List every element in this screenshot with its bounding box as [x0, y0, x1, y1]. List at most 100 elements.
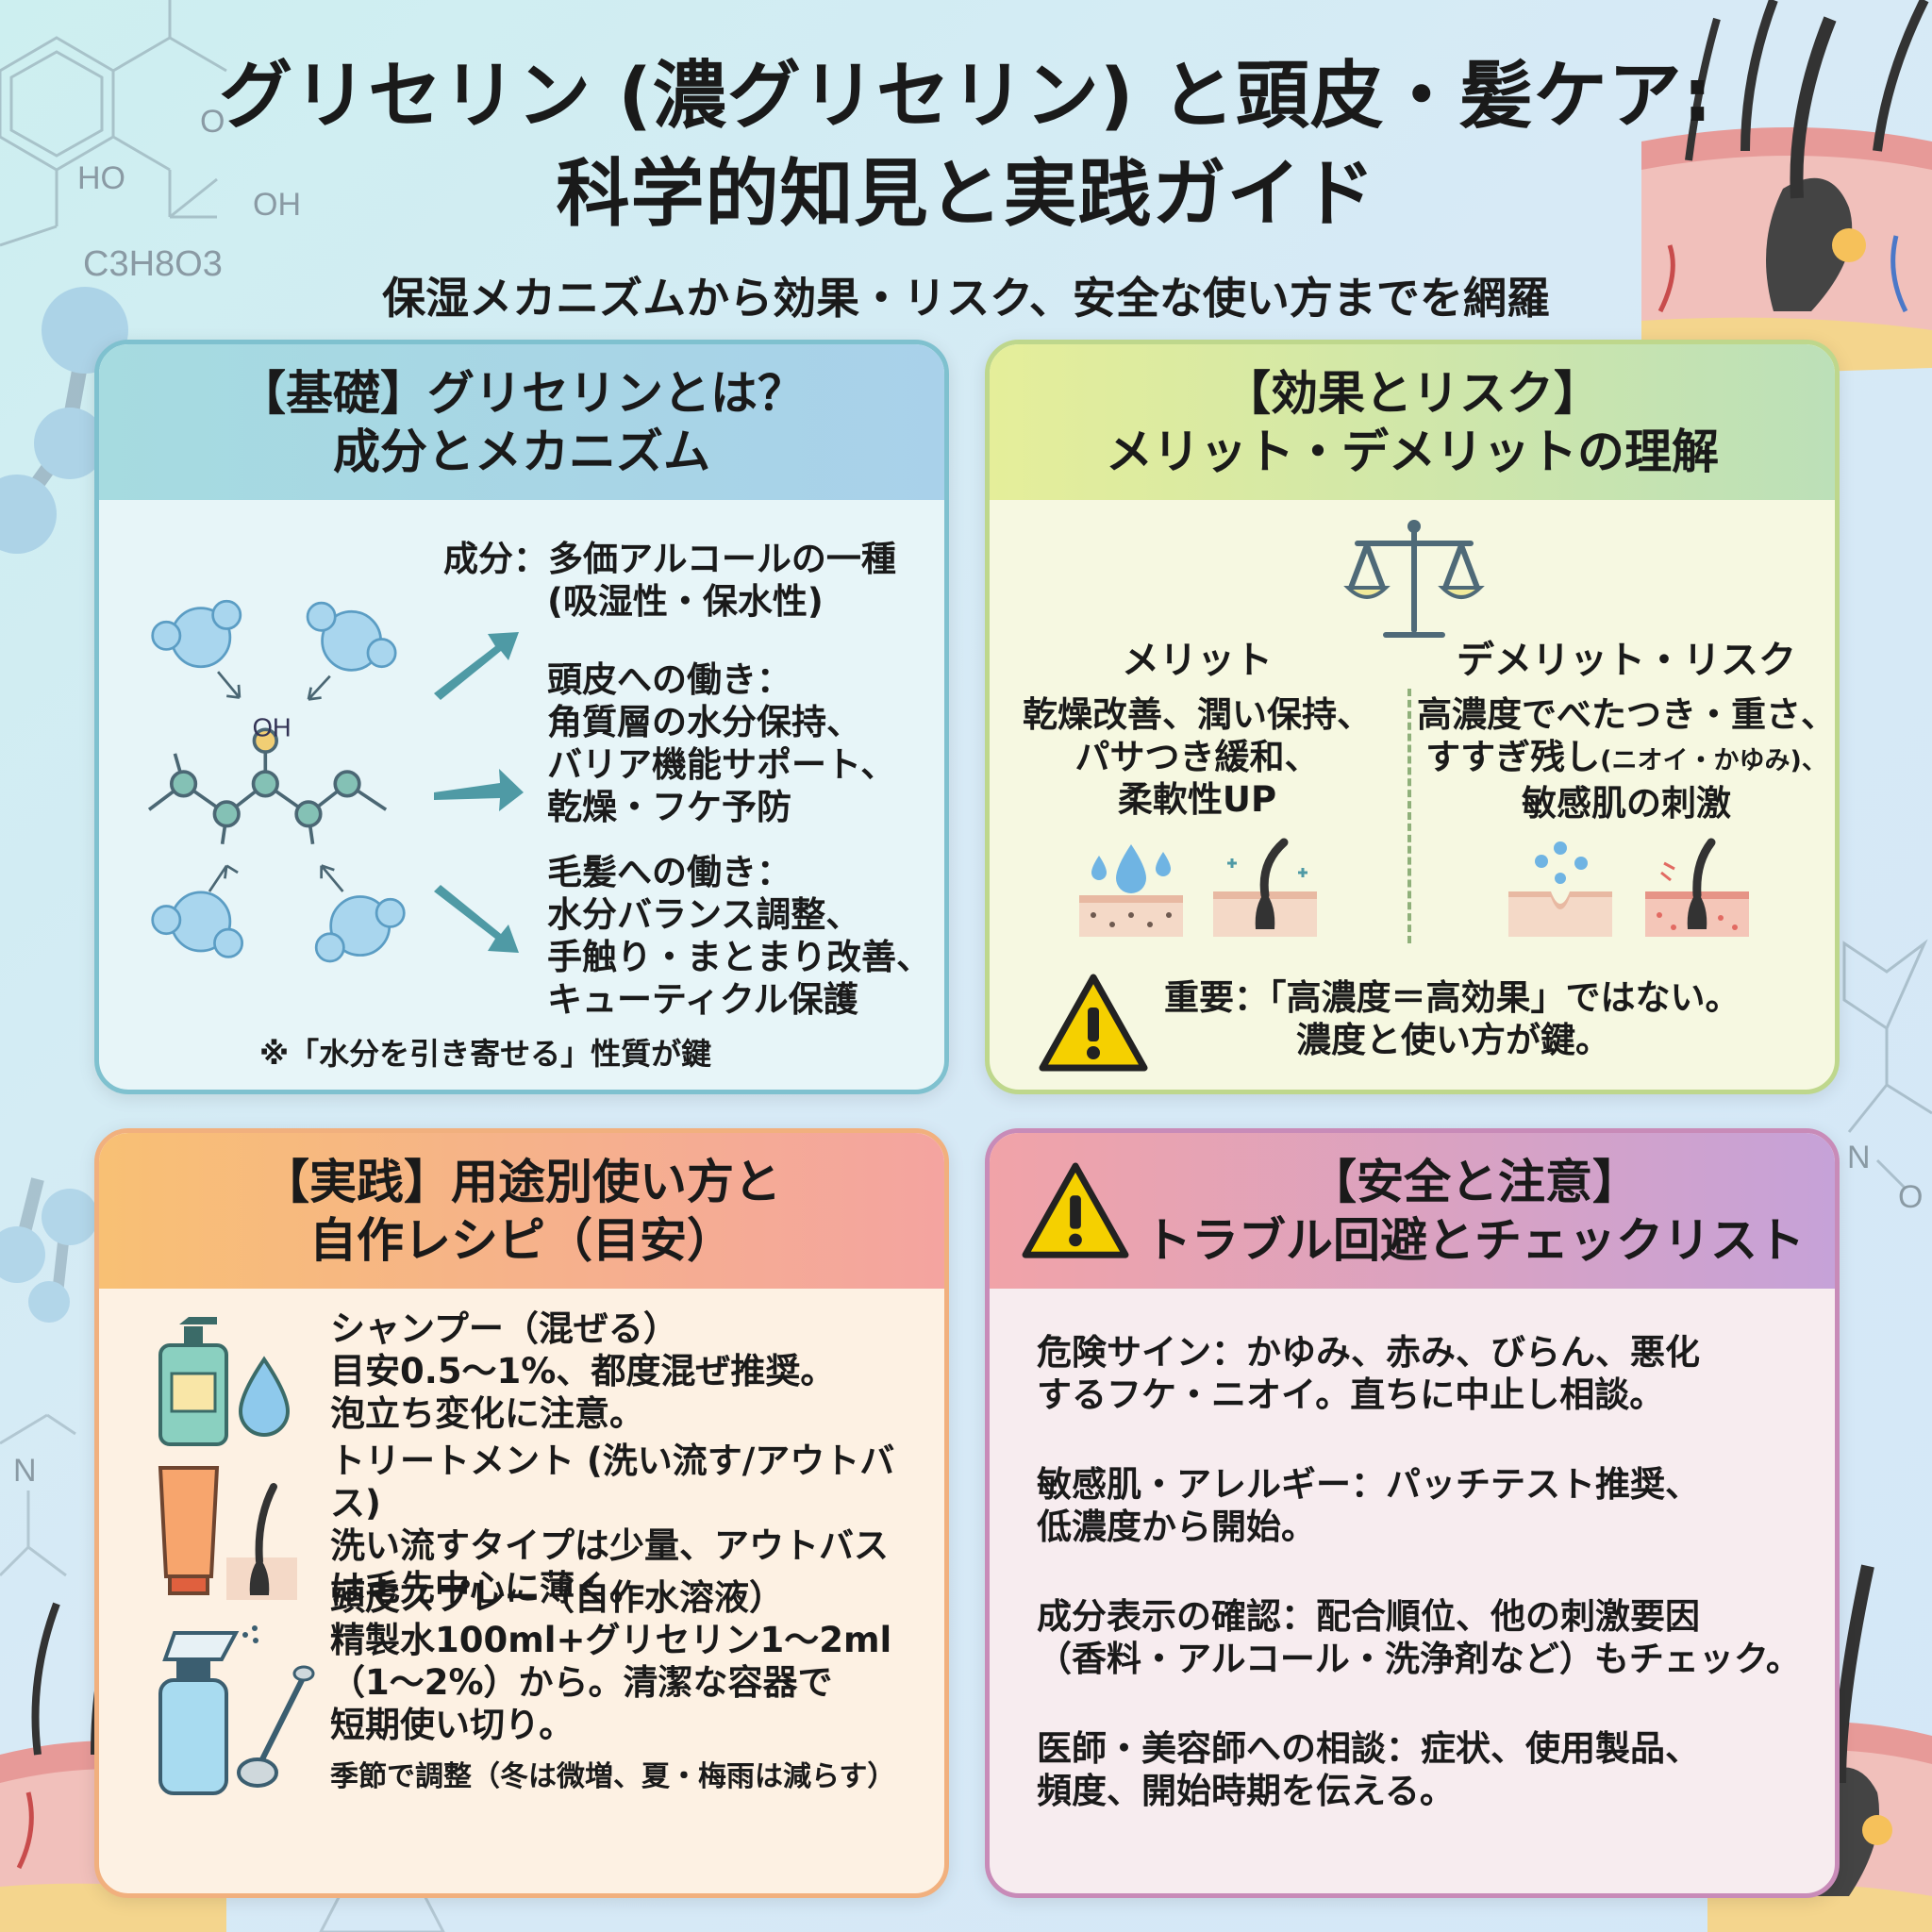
hair-effects-line: 手触り・まとまり改善、 [547, 937, 931, 977]
treatment-section: トリートメント (洗い流す/アウトバス) 洗い流すタイプは少量、アウトバス は毛… [330, 1440, 944, 1609]
effects-panel-body: メリット 乾燥改善、潤い保持、 パサつき緩和、 柔軟性UP デメリット・リスク … [990, 500, 1835, 1090]
component-line1: 多価アルコールの一種 [548, 539, 896, 579]
treatment-line: 洗い流すタイプは少量、アウトバス [330, 1525, 889, 1566]
spray-title: 頭皮スプレー（自作水溶液） [330, 1577, 784, 1618]
checklist-item-line: 成分表示の確認：配合順位、他の刺激要因 [1037, 1596, 1700, 1637]
checklist-item-line: 敏感肌・アレルギー：パッチテスト推奨、 [1037, 1464, 1700, 1505]
page-header: グリセリン (濃グリセリン) と頭皮・髪ケア: 科学的知見と実践ガイド 保湿メカ… [0, 47, 1932, 326]
hair-effects-title: 毛髪への働き： [547, 852, 791, 892]
arrow-icon [434, 632, 524, 953]
merit-line: 柔軟性UP [1117, 779, 1277, 820]
component-label: 成分： [443, 539, 548, 579]
basics-panel-body: OH 成分：多価アルコールの一種 (吸湿性・保水性) 頭皮への働き： 角質層の水… [99, 500, 944, 1090]
practice-panel: 【実践】用途別使い方と 自作レシピ（目安） シャンプー（混ぜる） 目安0.5〜1… [94, 1128, 949, 1898]
checklist-item: 危険サイン：かゆみ、赤み、びらん、悪化 するフケ・ニオイ。直ちに中止し相談。 [1037, 1331, 1700, 1416]
treatment-tube-icon [158, 1466, 297, 1600]
basics-panel: 【基礎】グリセリンとは？ 成分とメカニズム OH [94, 340, 949, 1094]
attraction-arrows [208, 671, 344, 892]
merit-line: パサつき緩和、 [1074, 737, 1320, 777]
molecule-label-n-left: N [13, 1453, 37, 1489]
page-title-line2: 科学的知見と実践ガイド [556, 152, 1376, 237]
balance-scale-icon [1343, 520, 1485, 638]
season-note: 季節で調整（冬は微増、夏・梅雨は減らす） [330, 1760, 896, 1793]
molecule-oh-label: OH [253, 713, 291, 742]
treatment-title: トリートメント (洗い流す/アウトバス) [330, 1441, 895, 1524]
scalp-redness-icon [1645, 838, 1749, 937]
merit-demerit-divider [1407, 689, 1411, 943]
hair-effects: 毛髪への働き： 水分バランス調整、 手触り・まとまり改善、 キューティクル保護 [547, 851, 931, 1021]
basics-note: ※「水分を引き寄せる」性質が鍵 [259, 1036, 712, 1072]
glycerin-molecule-diagram: OH [147, 599, 406, 963]
safety-panel-heading: 【安全と注意】 トラブル回避とチェックリスト [990, 1133, 1835, 1289]
shampoo-title: シャンプー（混ぜる） [330, 1308, 678, 1349]
demerit-title: デメリット・リスク [1457, 639, 1796, 682]
shampoo-line: 泡立ち変化に注意。 [330, 1393, 644, 1434]
checklist-item-line: 頻度、開始時期を伝える。 [1037, 1771, 1455, 1811]
warning-icon [1039, 974, 1148, 1072]
checklist-item-line: するフケ・ニオイ。直ちに中止し相談。 [1037, 1374, 1665, 1415]
important-line2: 濃度と使い方が鍵。 [1296, 1020, 1610, 1060]
merit-line: 乾燥改善、潤い保持、 [1023, 694, 1372, 735]
scalp-effects-line: バリア機能サポート、 [547, 744, 896, 785]
molecule-icon [147, 727, 388, 845]
treatment-line: は毛先中心に薄く。 [330, 1568, 644, 1608]
shampoo-section: シャンプー（混ぜる） 目安0.5〜1%、都度混ぜ推奨。 泡立ち変化に注意。 [330, 1307, 835, 1435]
basics-heading-line2: 成分とメカニズム [333, 424, 710, 479]
important-note: 重要：「高濃度＝高効果」ではない。 濃度と使い方が鍵。 [1164, 976, 1740, 1061]
spray-line: 短期使い切り。 [330, 1705, 575, 1745]
spray-section: 頭皮スプレー（自作水溶液） 精製水100ml+グリセリン1〜2ml （1〜2%）… [330, 1576, 891, 1746]
component-line2: (吸湿性・保水性) [547, 581, 824, 622]
ball-molecule-left-lower [0, 1177, 98, 1323]
skin-irritation-icon [1508, 841, 1612, 937]
safety-heading-text: 【安全と注意】 トラブル回避とチェックリスト [1144, 1153, 1805, 1270]
page-title-line1: グリセリン (濃グリセリン) と頭皮・髪ケア: [219, 54, 1713, 139]
scalp-effects: 頭皮への働き： 角質層の水分保持、 バリア機能サポート、 乾燥・フケ予防 [547, 658, 895, 828]
demerit-line: すすぎ残し(ニオイ・かゆみ)、 [1425, 737, 1827, 777]
effects-panel: 【効果とリスク】 メリット・デメリットの理解 メリット 乾燥改善、潤い保持、 パ… [985, 340, 1840, 1094]
scalp-effects-line: 角質層の水分保持、 [547, 702, 861, 742]
demerit-list: 高濃度でべたつき・重さ、 すすぎ残し(ニオイ・かゆみ)、 敏感肌の刺激 [1414, 693, 1836, 824]
scalp-effects-title: 頭皮への働き： [547, 659, 791, 700]
spray-line: （1〜2%）から。清潔な容器で [330, 1662, 833, 1703]
water-molecule-icon [151, 599, 406, 963]
effects-heading-line1: 【効果とリスク】 [1224, 365, 1601, 421]
effects-panel-heading: 【効果とリスク】 メリット・デメリットの理解 [990, 344, 1835, 500]
scalp-effects-line: 乾燥・フケ予防 [547, 787, 791, 827]
checklist-item: 成分表示の確認：配合順位、他の刺激要因 （香料・アルコール・洗浄剤など）もチェッ… [1037, 1595, 1801, 1680]
structure-formula-left-lower [0, 1413, 76, 1577]
molecule-label-n-right: N [1847, 1140, 1871, 1175]
merit-title: メリット [1122, 639, 1273, 682]
hair-effects-line: キューティクル保護 [547, 979, 858, 1020]
checklist-item-line: 医師・美容師への相談：症状、使用製品、 [1037, 1728, 1700, 1769]
spray-line: 精製水100ml+グリセリン1〜2ml [330, 1620, 892, 1660]
structure-formula-right [1842, 939, 1932, 1191]
safety-heading-line1: 【安全と注意】 [1309, 1154, 1640, 1209]
water-drop-icon [1079, 844, 1183, 937]
practice-heading-line1: 【実践】用途別使い方と [262, 1154, 781, 1209]
page-subtitle: 保湿メカニズムから効果・リスク、安全な使い方までを網羅 [382, 273, 1550, 324]
component-row: 成分：多価アルコールの一種 [443, 538, 896, 580]
safety-heading-line2: トラブル回避とチェックリスト [1144, 1212, 1805, 1268]
hair-effects-line: 水分バランス調整、 [547, 894, 861, 935]
practice-heading-line2: 自作レシピ（目安） [309, 1212, 734, 1268]
checklist-item-line: 危険サイン：かゆみ、赤み、びらん、悪化 [1037, 1332, 1700, 1373]
checklist-item: 敏感肌・アレルギー：パッチテスト推奨、 低濃度から開始。 [1037, 1463, 1700, 1548]
practice-panel-heading: 【実践】用途別使い方と 自作レシピ（目安） [99, 1133, 944, 1289]
important-line1: 重要：「高濃度＝高効果」ではない。 [1164, 977, 1740, 1018]
warning-icon [1022, 1161, 1129, 1258]
spray-bottle-icon [158, 1625, 315, 1795]
hair-follicle-icon [1213, 838, 1317, 937]
shampoo-bottle-icon [158, 1317, 291, 1446]
safety-panel-body: 危険サイン：かゆみ、赤み、びらん、悪化 するフケ・ニオイ。直ちに中止し相談。 敏… [990, 1289, 1835, 1893]
demerit-line: 高濃度でべたつき・重さ、 [1417, 694, 1836, 735]
safety-panel: 【安全と注意】 トラブル回避とチェックリスト 危険サイン：かゆみ、赤み、びらん、… [985, 1128, 1840, 1898]
effects-heading-line2: メリット・デメリットの理解 [1106, 424, 1719, 479]
checklist-item-line: （香料・アルコール・洗浄剤など）もチェック。 [1037, 1639, 1801, 1679]
basics-panel-heading: 【基礎】グリセリンとは？ 成分とメカニズム [99, 344, 944, 500]
checklist-item: 医師・美容師への相談：症状、使用製品、 頻度、開始時期を伝える。 [1037, 1727, 1700, 1812]
demerit-line: 敏感肌の刺激 [1522, 783, 1731, 824]
checklist-item-line: 低濃度から開始。 [1037, 1507, 1316, 1547]
shampoo-line: 目安0.5〜1%、都度混ぜ推奨。 [330, 1351, 836, 1391]
practice-panel-body: シャンプー（混ぜる） 目安0.5〜1%、都度混ぜ推奨。 泡立ち変化に注意。 トリ… [99, 1289, 944, 1893]
molecule-label-o-right: O [1898, 1179, 1923, 1215]
